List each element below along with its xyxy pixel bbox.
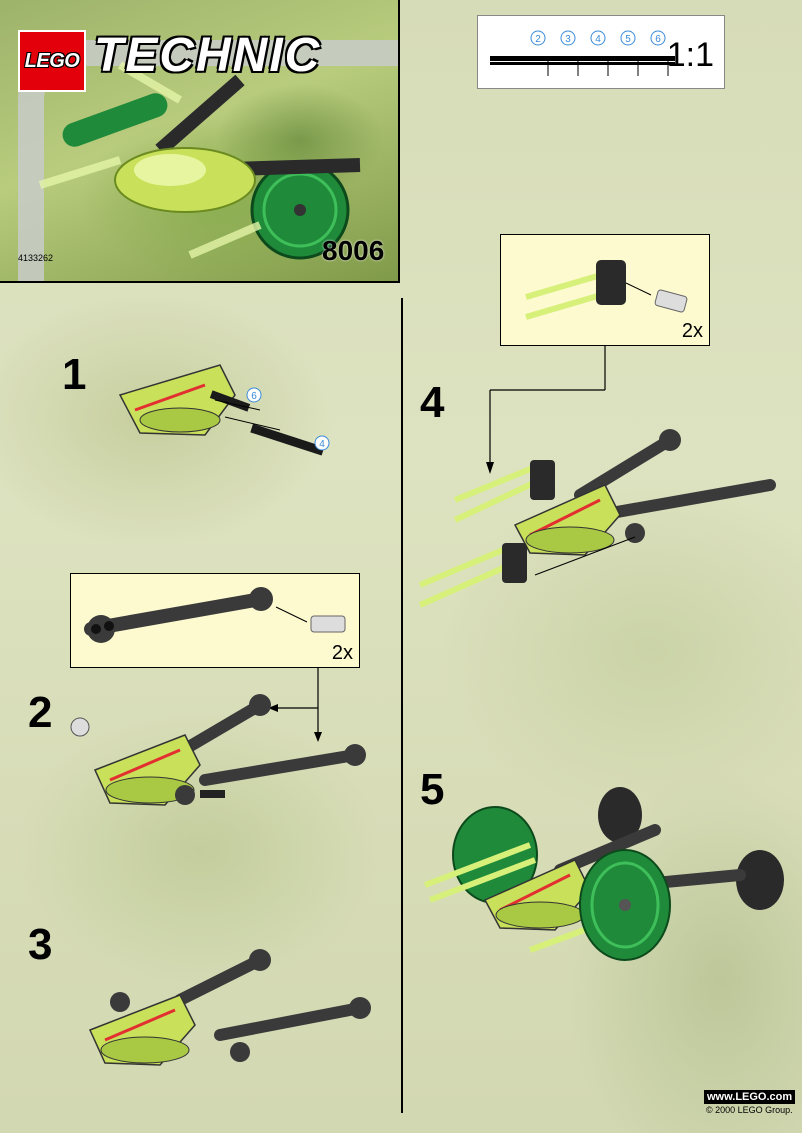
ruler-mark-circle: [620, 30, 636, 46]
lego-logo-text: LEGO: [24, 49, 80, 72]
step-4-lower-rods: [418, 543, 527, 608]
ruler-mark-label: 2: [535, 34, 541, 45]
step-5-illustration: [423, 787, 784, 961]
ruler-mark-circle: [530, 30, 546, 46]
step-2-inset: 2x: [70, 573, 360, 668]
step-2-bushing: [70, 717, 90, 737]
step-2-inset-pin: [310, 615, 346, 633]
step-1-axle-6: [209, 390, 251, 412]
step-3-number: 3: [28, 920, 53, 969]
step-1-illustration: 6 4: [118, 364, 330, 456]
step-4-inset-rods: [525, 272, 602, 320]
cover-lime-body: [114, 147, 256, 213]
step-3-body: [88, 994, 196, 1066]
step-1-callout-4-label: 4: [319, 439, 325, 450]
cover-green-bar: [62, 93, 168, 147]
step-4-inset-illustration: [525, 260, 688, 320]
cover-green-disc: [250, 160, 350, 260]
cover-lime-rods: [38, 61, 262, 259]
brand-title: TECHNIC: [94, 29, 322, 82]
ruler-mark-label: 3: [565, 34, 571, 45]
step-2-illustration: [70, 694, 366, 806]
step-4-arms: [574, 429, 776, 521]
ruler-mark-circle: [590, 30, 606, 46]
step-4-number: 4: [420, 378, 445, 427]
ruler-graphic: 2 3 4 5 6: [490, 30, 675, 76]
step-3-illustration: [88, 949, 371, 1066]
cover-model-illustration: [38, 61, 361, 260]
step-1-number: 1: [62, 350, 87, 399]
step-5-front-disc: [579, 849, 671, 961]
ruler-scale-label: 1:1: [666, 36, 714, 74]
step-4-illustration: [418, 429, 776, 608]
ruler-mark-circle: [650, 30, 666, 46]
column-divider: [401, 298, 403, 1113]
step-3-arms: [174, 949, 371, 1041]
step-4-upper-rods: [453, 460, 555, 523]
step-5-number: 5: [420, 765, 445, 814]
ruler-mark-label: 6: [655, 34, 661, 45]
step-2-multiplier: 2x: [331, 642, 353, 664]
step-1-callout-4: [314, 435, 330, 451]
step-4-inset: 2x: [500, 234, 710, 346]
step-2-inset-arm: [84, 587, 273, 643]
ruler-mark-label: 5: [625, 34, 631, 45]
ruler-box: 2 3 4 5 6 1:1: [477, 15, 725, 89]
step-1-axle-4: [250, 423, 325, 456]
ruler-mark-circle: [560, 30, 576, 46]
step-4-inset-connector: [596, 260, 626, 305]
step-4-inset-pin: [654, 289, 688, 313]
step-1-body: [118, 364, 236, 436]
step-4-body: [513, 484, 621, 556]
step-2-number: 2: [28, 688, 53, 737]
step-1-callout-6: [246, 387, 262, 403]
step-4-multiplier: 2x: [681, 320, 703, 342]
lego-logo: LEGO: [18, 30, 86, 92]
step-5-wheels: [598, 787, 784, 910]
step-1-callout-6-label: 6: [251, 391, 257, 402]
step-2-body: [93, 734, 201, 806]
footer-copyright: © 2000 LEGO Group.: [706, 1105, 793, 1115]
footer-url: www.LEGO.com: [704, 1090, 796, 1104]
step-2-inset-illustration: [84, 587, 346, 643]
step-2-arms: [169, 694, 366, 786]
cover-image: LEGO TECHNIC 8006 4133262: [0, 0, 400, 283]
ruler-mark-label: 4: [595, 34, 601, 45]
product-code: 4133262: [18, 253, 54, 263]
step-5-body: [483, 859, 591, 931]
set-number: 8006: [322, 235, 385, 266]
